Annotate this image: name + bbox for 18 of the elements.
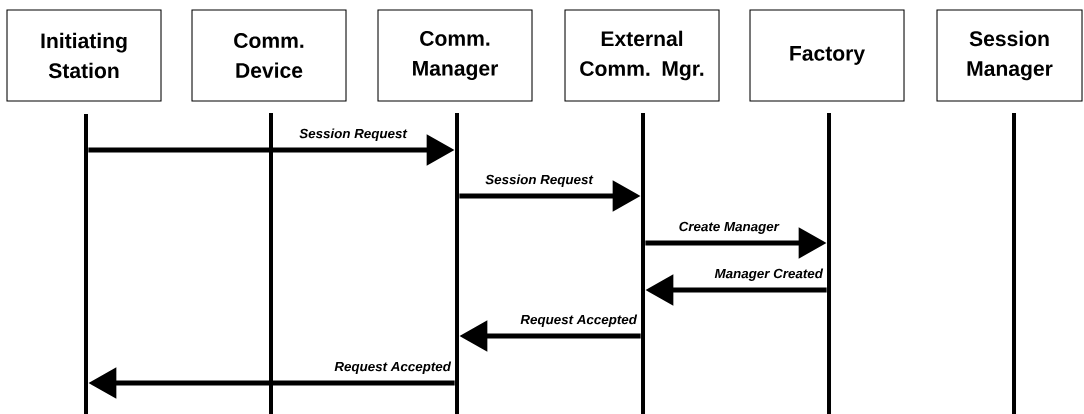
- participant-box: Initiating Station: [6, 9, 162, 102]
- edge-label: Create Manager: [676, 220, 781, 236]
- lifeline: [641, 113, 645, 414]
- edge-label: Session Request: [297, 126, 409, 143]
- participant-box: Comm. Manager: [377, 9, 533, 102]
- edge-label: Manager Created: [712, 266, 825, 283]
- participant-box: Factory: [749, 9, 905, 102]
- edge-label: Request Accepted: [518, 312, 639, 329]
- edge-label: Request Accepted: [332, 359, 453, 376]
- lifeline: [269, 113, 273, 414]
- lifeline: [1012, 113, 1016, 414]
- lifeline: [827, 113, 831, 414]
- edge-label: Session Request: [483, 172, 595, 189]
- lifeline: [84, 114, 88, 414]
- participant-box: Comm. Device: [191, 9, 347, 102]
- participant-box: Session Manager: [936, 9, 1083, 102]
- participant-box: External Comm. Mgr.: [564, 9, 720, 102]
- lifeline: [455, 113, 459, 414]
